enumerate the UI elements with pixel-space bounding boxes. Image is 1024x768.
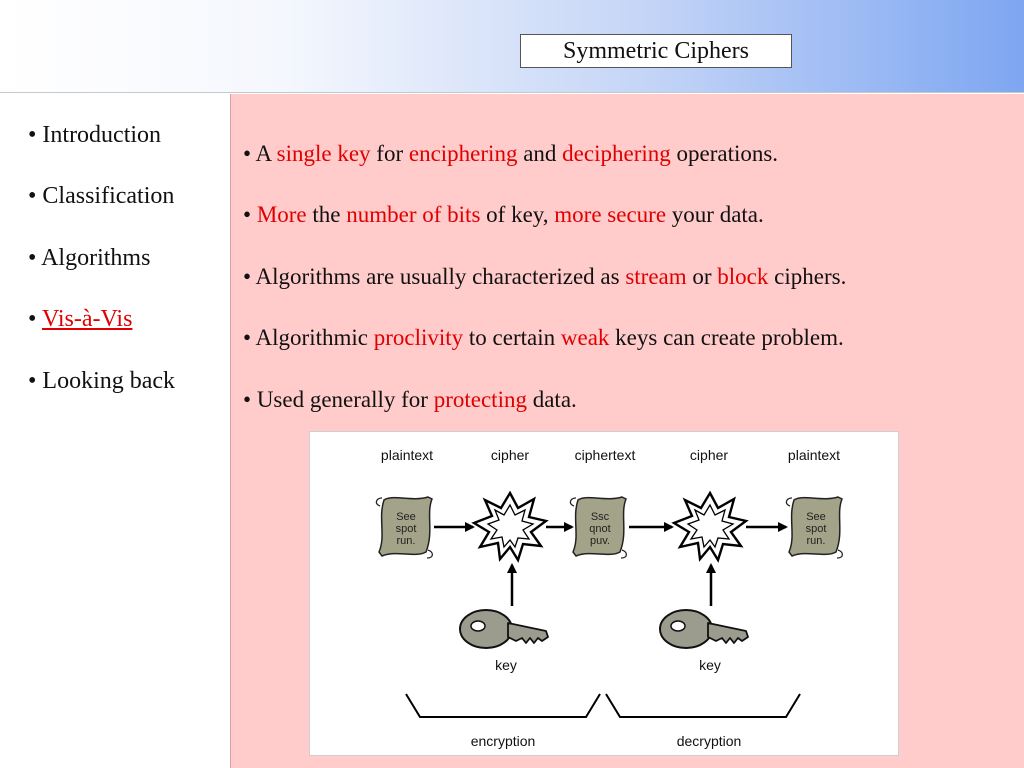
highlight-term: proclivity <box>373 325 464 350</box>
slide-header: Symmetric Ciphers <box>0 0 1024 93</box>
highlight-term: block <box>717 264 769 289</box>
plaintext-scroll-icon: See spot run. <box>375 496 434 559</box>
label-key-decrypt: key <box>699 657 721 673</box>
bullet-glyph: • <box>243 141 252 166</box>
scroll-line: run. <box>397 535 416 547</box>
sidebar-item-label: Classification <box>42 183 175 209</box>
ciphertext-scroll-icon: Ssc qnot puv. <box>569 496 628 559</box>
outline-sidebar: • Introduction • Classification • Algori… <box>0 94 230 768</box>
highlight-term: weak <box>560 325 610 350</box>
text-run: Used generally for <box>256 387 434 412</box>
highlight-term: More <box>256 202 307 227</box>
bullet-glyph: • <box>243 325 252 350</box>
bullet-glyph: • <box>28 122 37 148</box>
highlight-term: protecting <box>433 387 527 412</box>
bullet-text: Used generally for protecting data. <box>257 387 577 412</box>
symmetric-cipher-diagram: plaintext cipher ciphertext cipher plain… <box>309 431 899 756</box>
text-run: of key, <box>480 202 555 227</box>
scroll-line: spot <box>396 523 417 535</box>
highlight-term: enciphering <box>408 141 518 166</box>
text-run: keys can create problem. <box>609 325 844 350</box>
text-run: your data. <box>666 202 764 227</box>
sidebar-item-classification[interactable]: • Classification <box>28 183 174 210</box>
cipher-burst-icon <box>672 491 748 562</box>
highlight-term: deciphering <box>562 141 671 166</box>
scroll-line: See <box>396 511 416 523</box>
bullet-glyph: • <box>28 245 37 271</box>
content-bullet: • Algorithmic proclivity to certain weak… <box>243 325 844 351</box>
decryption-bracket <box>605 693 801 718</box>
sidebar-item-label: Vis-à-Vis <box>41 306 133 332</box>
content-bullet: • Used generally for protecting data. <box>243 387 577 413</box>
bullet-text: More the number of bits of key, more sec… <box>257 202 764 227</box>
slide-title: Symmetric Ciphers <box>520 34 792 68</box>
sidebar-item-introduction[interactable]: • Introduction <box>28 122 161 149</box>
label-cipher-encrypt: cipher <box>491 447 529 463</box>
text-run: data. <box>526 387 577 412</box>
plaintext-output-scroll-icon: See spot run. <box>785 496 844 559</box>
bullet-glyph: • <box>243 264 252 289</box>
highlight-term: more secure <box>554 202 667 227</box>
text-run: ciphers. <box>768 264 847 289</box>
highlight-term: stream <box>625 264 687 289</box>
scroll-line: puv. <box>590 535 610 547</box>
key-icon <box>459 609 549 649</box>
scroll-line: spot <box>806 523 827 535</box>
bullet-glyph: • <box>28 368 37 394</box>
text-run: the <box>306 202 347 227</box>
label-plaintext-in: plaintext <box>381 447 433 463</box>
text-run: A <box>255 141 277 166</box>
sidebar-item-label: Introduction <box>42 122 162 148</box>
content-bullet: • More the number of bits of key, more s… <box>243 202 764 228</box>
bullet-glyph: • <box>28 183 37 209</box>
scroll-line: Ssc <box>591 511 610 523</box>
text-run: or <box>686 264 718 289</box>
label-key-encrypt: key <box>495 657 517 673</box>
text-run: Algorithmic <box>255 325 374 350</box>
text-run: operations. <box>670 141 779 166</box>
sidebar-item-label: Looking back <box>42 368 176 394</box>
diagram-svg: plaintext cipher ciphertext cipher plain… <box>375 447 844 749</box>
label-cipher-decrypt: cipher <box>690 447 728 463</box>
text-run: Algorithms are usually characterized as <box>255 264 626 289</box>
scroll-line: See <box>806 511 826 523</box>
encryption-bracket <box>405 693 601 718</box>
bullet-text: Algorithms are usually characterized as … <box>256 264 847 289</box>
label-ciphertext: ciphertext <box>575 447 636 463</box>
bullet-text: Algorithmic proclivity to certain weak k… <box>256 325 844 350</box>
label-plaintext-out: plaintext <box>788 447 840 463</box>
content-bullet: • A single key for enciphering and decip… <box>243 141 778 167</box>
highlight-term: single key <box>276 141 371 166</box>
sidebar-item-looking-back[interactable]: • Looking back <box>28 368 175 395</box>
key-icon <box>659 609 749 649</box>
content-bullet: • Algorithms are usually characterized a… <box>243 264 846 290</box>
label-encryption: encryption <box>471 733 536 749</box>
sidebar-item-vis-a-vis[interactable]: • Vis-à-Vis <box>28 306 132 333</box>
text-run: and <box>517 141 563 166</box>
bullet-text: A single key for enciphering and deciphe… <box>256 141 779 166</box>
scroll-line: qnot <box>589 523 610 535</box>
sidebar-item-label: Algorithms <box>41 245 151 271</box>
sidebar-item-algorithms[interactable]: • Algorithms <box>28 245 150 272</box>
bullet-glyph: • <box>28 306 37 332</box>
bullet-glyph: • <box>243 202 252 227</box>
text-run: for <box>370 141 409 166</box>
label-decryption: decryption <box>677 733 742 749</box>
bullet-glyph: • <box>243 387 252 412</box>
content-panel: • A single key for enciphering and decip… <box>230 94 1024 768</box>
scroll-line: run. <box>807 535 826 547</box>
highlight-term: number of bits <box>346 202 481 227</box>
cipher-burst-icon <box>472 491 548 562</box>
text-run: to certain <box>463 325 561 350</box>
